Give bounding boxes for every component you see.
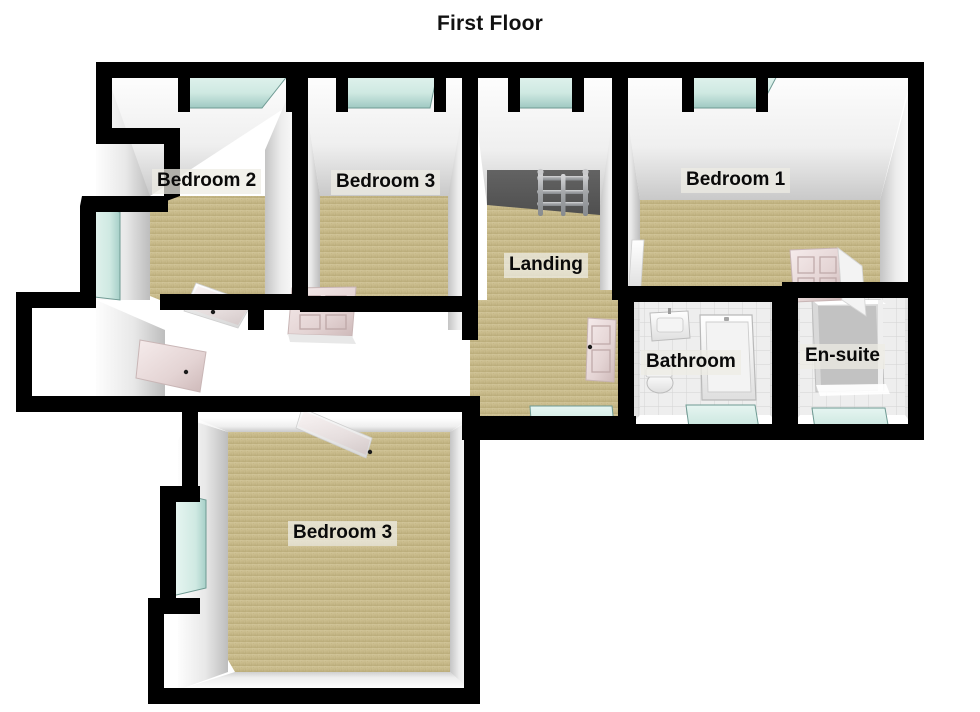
room-label-en-suite[interactable]: En-suite (800, 344, 885, 369)
room-label-bedroom-2[interactable]: Bedroom 2 (152, 169, 262, 194)
floor-bedroom-2 (150, 196, 265, 300)
room-label-bedroom-3-lower[interactable]: Bedroom 3 (288, 521, 398, 546)
floor-bedroom-3-lower (228, 432, 450, 672)
room-label-bathroom[interactable]: Bathroom (641, 350, 741, 375)
door-bathroom (585, 317, 617, 383)
banister-icon (537, 168, 589, 216)
room-label-bedroom-1[interactable]: Bedroom 1 (681, 168, 791, 193)
room-label-bedroom-3-upper[interactable]: Bedroom 3 (331, 170, 441, 195)
stairwell-group (487, 168, 600, 216)
door-bedroom-3-lower (295, 407, 373, 459)
sink-icon (649, 308, 691, 342)
window-bedroom-3-lower (171, 491, 207, 597)
door-cupboard-left (135, 339, 207, 393)
page-title: First Floor (436, 12, 544, 35)
room-label-landing[interactable]: Landing (504, 253, 588, 278)
floor-bedroom-3-upper (320, 196, 448, 305)
wall-tops (16, 62, 924, 704)
